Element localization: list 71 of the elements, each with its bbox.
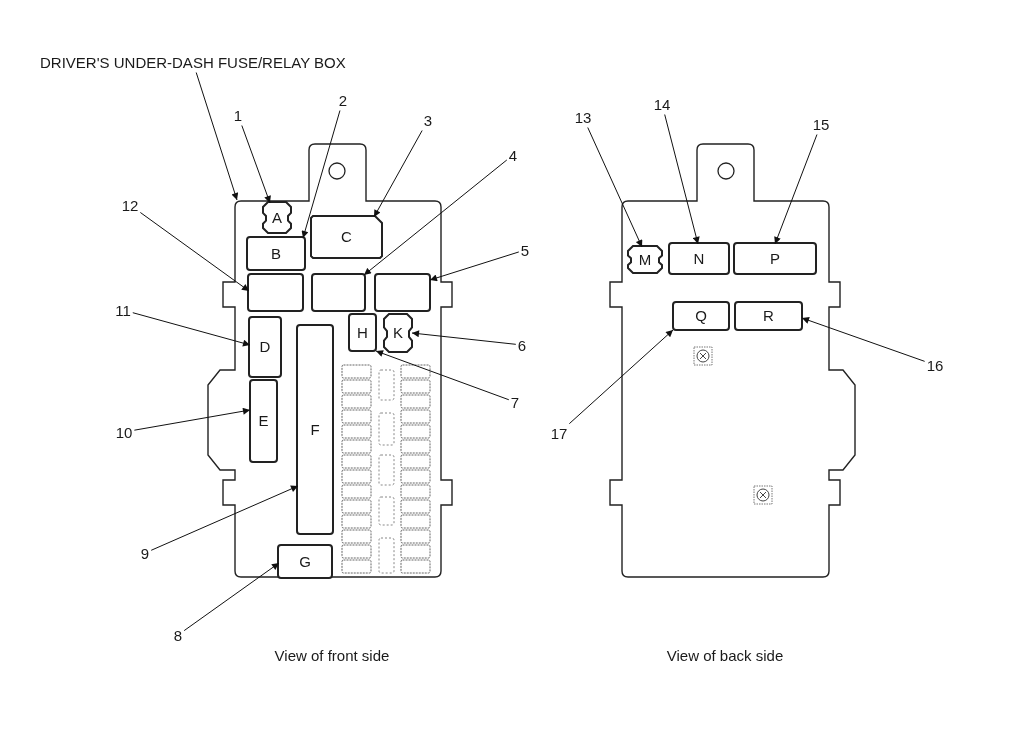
component-box [250, 380, 277, 462]
callout-number: 16 [926, 356, 944, 374]
callout-number: 1 [233, 106, 243, 124]
part-letter: B [271, 245, 281, 262]
leader-line [195, 72, 239, 201]
leader-line [183, 562, 280, 632]
part-letter: C [341, 229, 352, 245]
component-box [349, 314, 376, 351]
fuse-box-housing [606, 141, 858, 581]
callout-number: 17 [550, 424, 568, 442]
callout-number: 9 [140, 544, 150, 562]
callout-number: 3 [423, 111, 433, 129]
view-caption: View of back side [666, 647, 784, 664]
relay-box [248, 274, 303, 311]
leader-line [801, 317, 926, 362]
leader-line [301, 110, 341, 239]
leader-line [133, 407, 251, 431]
callout-number: 10 [115, 423, 133, 441]
part-letter: M [638, 251, 652, 268]
part-letter: Q [695, 308, 707, 324]
part-letter: D [259, 339, 271, 355]
callout-number: 4 [508, 146, 518, 164]
leader-line [587, 127, 643, 248]
part-letter: P [770, 250, 780, 267]
callout-number: 8 [173, 626, 183, 644]
component-box [247, 237, 305, 270]
component-box [249, 317, 281, 377]
leader-line [132, 312, 251, 347]
callout-number: 7 [510, 393, 520, 411]
leader-line [363, 159, 508, 276]
part-letter: A [272, 209, 282, 226]
component-box [384, 314, 412, 352]
callout-number: 2 [338, 91, 348, 109]
component-box [734, 243, 816, 274]
component-box [628, 246, 662, 273]
callout-number: 5 [520, 241, 530, 259]
leader-line [150, 485, 299, 551]
relay-box [312, 274, 365, 311]
callout-number: 14 [653, 95, 671, 113]
leader-line [774, 134, 818, 245]
component-box [311, 216, 382, 258]
callout-number: 15 [812, 115, 830, 133]
callout-number: 6 [517, 336, 527, 354]
component-box [735, 302, 802, 330]
part-letter: F [310, 421, 320, 438]
part-letter: K [393, 325, 403, 341]
relay-box [375, 274, 430, 311]
part-letter: N [693, 250, 705, 267]
part-letter: G [299, 553, 311, 570]
leader-line [664, 114, 700, 245]
part-letter: R [763, 308, 774, 324]
callout-number: 12 [121, 196, 139, 214]
leader-line [411, 330, 517, 345]
part-letter: E [258, 413, 269, 429]
callout-number: 11 [115, 301, 131, 319]
component-box [669, 243, 729, 274]
view-caption: View of front side [274, 647, 390, 664]
leader-line [568, 329, 674, 425]
leader-line [429, 251, 520, 282]
callout-number: 13 [574, 108, 592, 126]
component-box [263, 202, 291, 233]
leader-line [373, 130, 423, 218]
callout-label: DRIVER'S UNDER-DASH FUSE/RELAY BOX [40, 53, 346, 71]
leader-line [139, 212, 250, 292]
fuse-box-housing [206, 141, 456, 581]
leader-line [375, 350, 510, 401]
component-box [297, 325, 333, 534]
component-box [278, 545, 332, 578]
leader-line [241, 125, 271, 204]
part-letter: H [357, 324, 368, 341]
component-box [673, 302, 729, 330]
